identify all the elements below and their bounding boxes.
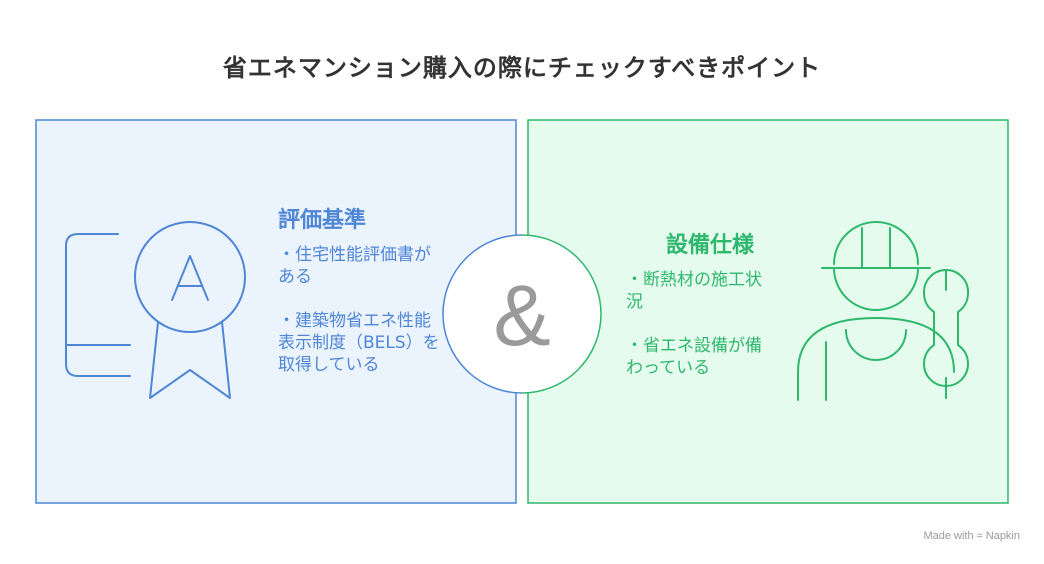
equipment-specs-list: 断熱材の施工状況 省エネ設備が備わっている [626, 269, 776, 401]
list-item: 建築物省エネ性能表示制度（BELS）を取得している [278, 310, 446, 376]
list-item: 住宅性能評価書がある [278, 244, 446, 288]
award-certificate-icon [65, 221, 246, 399]
worker-wrench-icon [797, 221, 970, 401]
napkin-watermark[interactable]: Made with ≈ Napkin [923, 530, 1020, 542]
connector-circle [443, 235, 601, 393]
page-title: 省エネマンション購入の際にチェックすべきポイント [222, 54, 822, 82]
list-item: 省エネ設備が備わっている [626, 335, 776, 379]
evaluation-criteria-heading: 評価基準 [278, 208, 367, 233]
list-item: 断熱材の施工状況 [626, 269, 776, 313]
evaluation-criteria-list: 住宅性能評価書がある 建築物省エネ性能表示制度（BELS）を取得している [278, 244, 446, 398]
equipment-specs-heading: 設備仕様 [666, 233, 755, 258]
ampersand-symbol: & [493, 268, 550, 364]
connector-circle-right-edge [521, 234, 602, 394]
